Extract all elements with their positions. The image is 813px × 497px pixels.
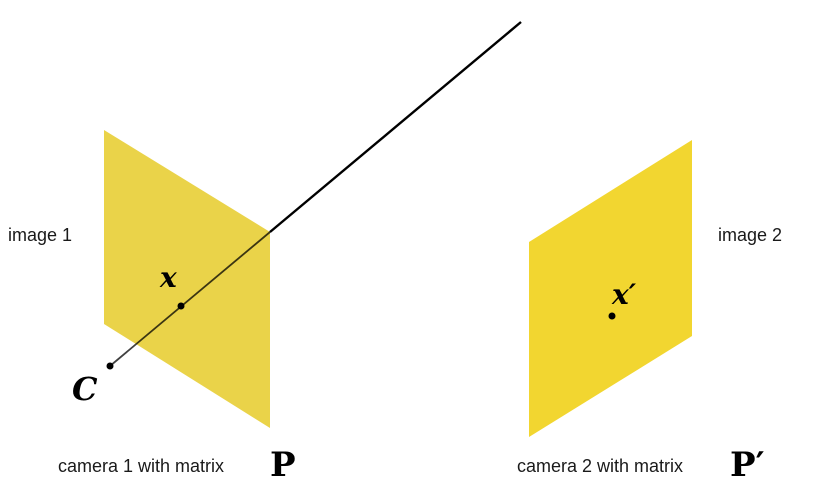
camera-center-dot (106, 362, 114, 370)
point-x-prime-dot (608, 312, 616, 320)
image2-label: image 2 (718, 225, 782, 245)
camera1-caption: camera 1 with matrix (58, 456, 224, 476)
image1-label: image 1 (8, 225, 72, 245)
point-x-dot (177, 302, 185, 310)
ray-through-plane (109, 231, 271, 367)
image-plane-2 (529, 140, 692, 437)
ray-front (269, 21, 522, 233)
camera-center-label: C (72, 370, 98, 408)
camera2-matrix: P′ (730, 445, 765, 485)
camera1-matrix: P (270, 445, 296, 485)
point-x-prime-label: x′ (611, 278, 637, 311)
image-plane-1 (104, 130, 270, 428)
point-x-label: x (159, 261, 177, 294)
camera2-caption: camera 2 with matrix (517, 456, 683, 476)
